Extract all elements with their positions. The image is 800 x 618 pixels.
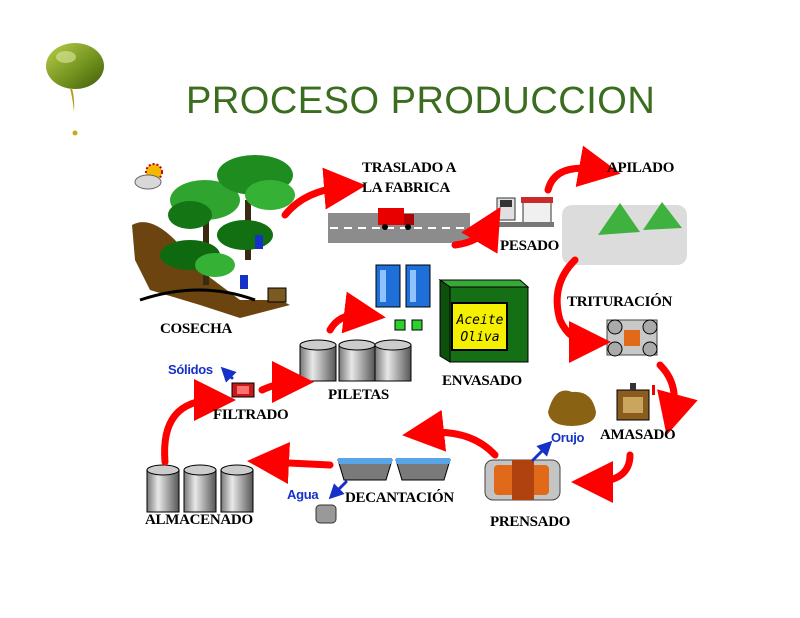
truck-road-illustration	[328, 208, 470, 243]
olive-drop-logo	[46, 43, 104, 136]
arrow-traslado-to-pesado	[451, 206, 501, 254]
sun-cloud-icon	[134, 163, 163, 190]
arrow-orujo	[531, 440, 553, 462]
byproduct-arrows	[220, 366, 553, 500]
label-filtrado: FILTRADO	[213, 407, 289, 423]
label-traslado-line2: LA FABRICA	[362, 180, 450, 196]
page-title: PROCESO PRODUCCION	[186, 80, 656, 122]
label-pesado: PESADO	[500, 238, 560, 254]
storage-tanks-illustration	[146, 464, 254, 513]
label-cosecha: COSECHA	[160, 321, 233, 337]
harvest-trees-illustration	[132, 155, 295, 318]
label-almacenado: ALMACENADO	[145, 512, 253, 528]
arrow-prensado-to-decantacion	[402, 409, 499, 459]
olive-piles-illustration	[562, 202, 687, 265]
arrow-trituracion-to-amasado	[656, 361, 698, 436]
weighing-station-illustration	[494, 197, 554, 227]
label-orujo: Orujo	[551, 430, 585, 445]
press-illustration	[484, 459, 561, 501]
crusher-illustration	[606, 319, 658, 357]
oil-box-illustration	[438, 279, 530, 363]
arrow-agua	[328, 480, 348, 500]
arrow-decantacion-to-almacenado	[247, 442, 334, 484]
arrow-almacenado-to-filtrado	[161, 379, 236, 466]
pool-tanks-illustration	[299, 339, 412, 382]
label-envasado: ENVASADO	[442, 373, 522, 389]
label-solidos: Sólidos	[168, 362, 213, 377]
arrow-amasado-to-prensado	[571, 451, 634, 503]
label-prensado: PRENSADO	[490, 514, 571, 530]
label-agua: Agua	[287, 487, 319, 502]
oliva-label: Oliva	[460, 330, 499, 345]
process-flow-arrows	[161, 145, 698, 503]
label-trituracion: TRITURACIÓN	[567, 294, 673, 310]
arrow-apilado-to-trituracion	[553, 256, 611, 363]
aceite-label: Aceite	[456, 313, 504, 328]
arrow-pesado-to-apilado	[544, 145, 621, 194]
label-apilado: APILADO	[607, 160, 675, 176]
arrow-piletas-to-envasado	[326, 291, 386, 334]
label-piletas: PILETAS	[328, 387, 389, 403]
arrow-filtrado-to-piletas	[258, 361, 314, 404]
arrow-solidos	[220, 366, 237, 383]
arrow-cosecha-to-traslado	[281, 167, 366, 219]
label-traslado-line1: TRASLADO A	[362, 160, 457, 176]
label-decantacion: DECANTACIÓN	[345, 490, 454, 506]
bottles-illustration	[375, 264, 431, 331]
kneader-illustration	[616, 383, 655, 421]
label-amasado: AMASADO	[600, 427, 676, 443]
decantation-tanks-illustration	[315, 458, 451, 524]
filter-illustration	[231, 382, 255, 398]
pomace-pile-illustration	[548, 390, 596, 426]
